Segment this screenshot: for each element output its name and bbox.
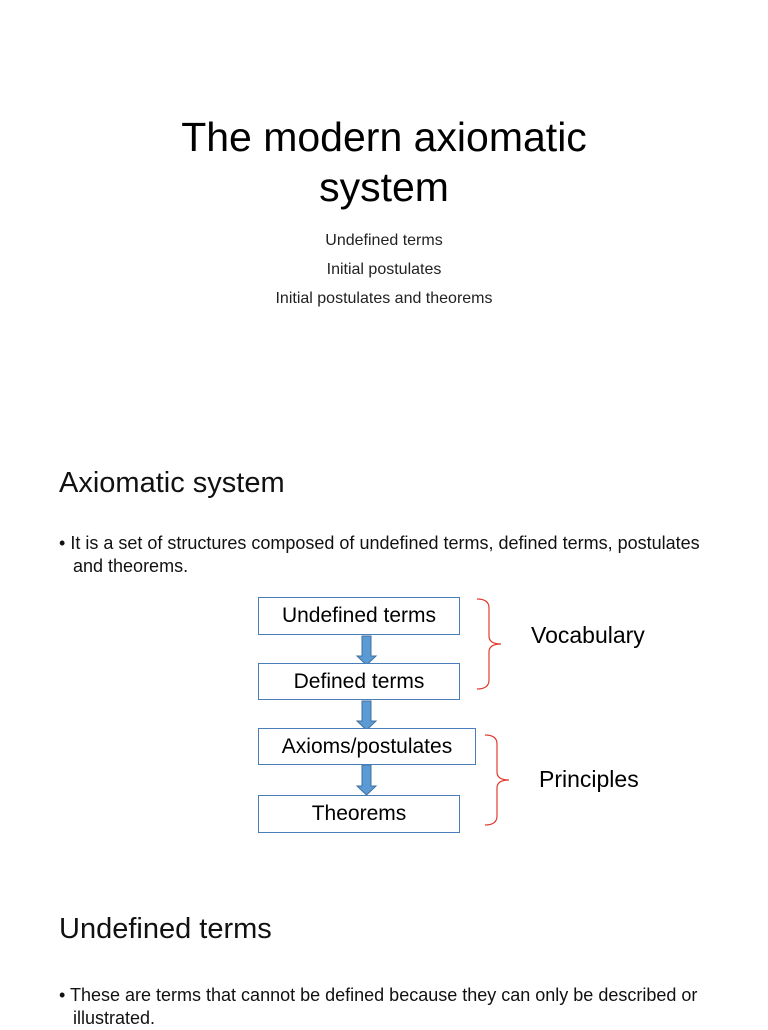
principles-label: Principles <box>539 766 639 792</box>
principles-brace <box>484 734 510 826</box>
vocabulary-brace <box>476 598 502 690</box>
subtitle-item: Undefined terms <box>325 232 443 249</box>
axiomatic-system-slide: Axiomatic system • It is a set of struct… <box>0 435 768 880</box>
bullet-point: • These are terms that cannot be defined… <box>59 985 698 1028</box>
subtitle-item: Initial postulates and theorems <box>275 290 493 307</box>
axioms-postulates-box: Axioms/postulates <box>258 728 476 765</box>
defined-terms-box: Defined terms <box>258 663 460 700</box>
vocabulary-label: Vocabulary <box>531 622 645 648</box>
bullet-text: These are terms that cannot be defined b… <box>69 985 698 1028</box>
slide-heading: Axiomatic system <box>59 467 285 499</box>
slide-title-line-2: system <box>319 164 449 210</box>
down-arrow-1 <box>355 635 378 666</box>
theorems-box: Theorems <box>258 795 460 833</box>
down-arrow-2 <box>355 700 378 731</box>
undefined-terms-slide: Undefined terms • These are terms that c… <box>0 880 768 1028</box>
subtitle-list: Undefined terms Initial postulates Initi… <box>0 226 768 313</box>
subtitle-item: Initial postulates <box>326 261 442 278</box>
slide-title: The modern axiomatic system <box>0 112 768 212</box>
slide-title-line-1: The modern axiomatic <box>181 114 587 160</box>
flow-diagram <box>355 598 510 826</box>
down-arrow-3 <box>355 764 378 796</box>
undefined-terms-box: Undefined terms <box>258 597 460 635</box>
title-slide: The modern axiomatic system Undefined te… <box>0 0 768 435</box>
bullet-point: • It is a set of structures composed of … <box>59 533 700 576</box>
slide-heading: Undefined terms <box>59 913 272 945</box>
bullet-text: It is a set of structures composed of un… <box>70 533 700 576</box>
